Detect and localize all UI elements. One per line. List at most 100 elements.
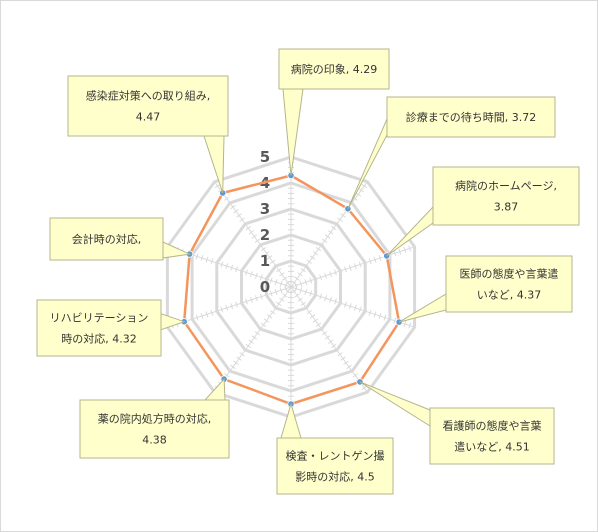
minor-tick xyxy=(230,264,234,271)
callout-pointer xyxy=(280,402,302,439)
minor-tick xyxy=(324,272,327,279)
minor-tick xyxy=(321,331,328,336)
minor-tick xyxy=(361,183,368,189)
minor-tick xyxy=(279,280,283,287)
callout-pointer xyxy=(398,293,447,323)
minor-tick xyxy=(408,322,412,329)
callout-pointer xyxy=(359,381,431,427)
minor-tick xyxy=(210,258,214,265)
tick-label: 0 xyxy=(260,278,270,296)
callout-label: 4.38 xyxy=(142,434,167,447)
minor-tick xyxy=(368,309,372,316)
minor-tick xyxy=(393,317,397,324)
minor-tick xyxy=(230,204,236,210)
minor-tick xyxy=(319,293,323,300)
spoke-1 xyxy=(290,181,368,288)
minor-tick xyxy=(334,298,337,305)
minor-tick xyxy=(312,251,319,256)
minor-tick xyxy=(408,245,412,252)
tick-label: 3 xyxy=(260,200,270,218)
callout-box xyxy=(36,299,162,357)
minor-tick xyxy=(309,314,316,319)
minor-tick xyxy=(260,246,267,252)
minor-tick xyxy=(263,318,270,323)
callout-label: リハビリテーション xyxy=(50,312,149,325)
minor-tick xyxy=(331,225,337,231)
minor-tick xyxy=(300,267,306,273)
minor-tick xyxy=(266,255,273,260)
callout-label: いなど, 4.37 xyxy=(477,289,542,302)
callout-box xyxy=(429,407,555,465)
minor-tick xyxy=(297,272,303,277)
callout-label: 時の対応, 4.32 xyxy=(61,332,137,346)
minor-tick xyxy=(250,271,253,278)
minor-tick xyxy=(328,339,334,344)
minor-tick xyxy=(250,296,253,303)
minor-tick xyxy=(334,269,337,276)
callout-pointer xyxy=(162,241,192,259)
minor-tick xyxy=(274,288,278,295)
minor-tick xyxy=(224,196,230,201)
minor-tick xyxy=(205,311,209,318)
minor-tick xyxy=(239,217,245,222)
minor-tick xyxy=(269,290,273,297)
minor-tick xyxy=(279,297,285,302)
minor-tick xyxy=(195,314,199,321)
callout-box xyxy=(278,48,390,90)
minor-tick xyxy=(300,301,306,307)
minor-tick xyxy=(233,209,239,214)
minor-tick xyxy=(224,373,230,378)
minor-tick xyxy=(200,255,204,262)
minor-tick xyxy=(294,276,300,281)
minor-tick xyxy=(337,217,343,222)
minor-tick xyxy=(220,306,224,313)
minor-tick xyxy=(200,312,204,319)
minor-tick xyxy=(245,343,251,349)
callout-label: 4.47 xyxy=(136,111,161,124)
minor-tick xyxy=(260,322,267,328)
minor-tick xyxy=(340,213,346,218)
minor-tick xyxy=(259,274,263,281)
minor-tick xyxy=(214,183,221,189)
minor-tick xyxy=(251,234,257,239)
spoke-3 xyxy=(290,286,415,328)
minor-tick xyxy=(304,279,308,286)
minor-tick xyxy=(230,303,234,310)
minor-tick xyxy=(329,271,332,278)
minor-tick xyxy=(282,276,288,281)
callout-label: 感染症対策への取り組み, xyxy=(86,89,211,103)
minor-tick xyxy=(255,272,258,279)
minor-tick xyxy=(251,335,257,340)
callout-label: 診療までの待ち時間, 3.72 xyxy=(406,110,537,124)
callout-label: 影時の対応, 4.5 xyxy=(295,470,375,484)
callout-label: 遣いなど, 4.51 xyxy=(454,440,530,454)
minor-tick xyxy=(285,280,291,286)
minor-tick xyxy=(346,364,352,370)
callout-label: 検査・レントゲン撮 xyxy=(286,449,385,463)
callout-label: 3.87 xyxy=(494,201,519,214)
minor-tick xyxy=(368,258,372,265)
minor-tick xyxy=(266,314,273,319)
minor-tick xyxy=(337,352,343,357)
minor-tick xyxy=(225,263,229,270)
minor-tick xyxy=(276,301,282,307)
minor-tick xyxy=(378,255,382,262)
spoke-9 xyxy=(214,181,292,288)
minor-tick xyxy=(239,352,245,357)
minor-tick xyxy=(331,343,337,349)
minor-tick xyxy=(279,287,283,294)
minor-tick xyxy=(269,259,276,264)
minor-tick xyxy=(348,303,352,310)
callout-pointer xyxy=(347,118,388,210)
minor-tick xyxy=(274,279,278,286)
minor-tick xyxy=(315,322,322,328)
spoke-6 xyxy=(214,286,292,393)
minor-tick xyxy=(393,250,397,257)
minor-tick xyxy=(254,331,261,336)
minor-tick xyxy=(325,234,331,239)
spoke-7 xyxy=(167,286,292,328)
callout-label: 病院のホームページ, xyxy=(455,179,557,193)
spoke-2 xyxy=(290,246,415,288)
callout-box xyxy=(49,217,164,261)
